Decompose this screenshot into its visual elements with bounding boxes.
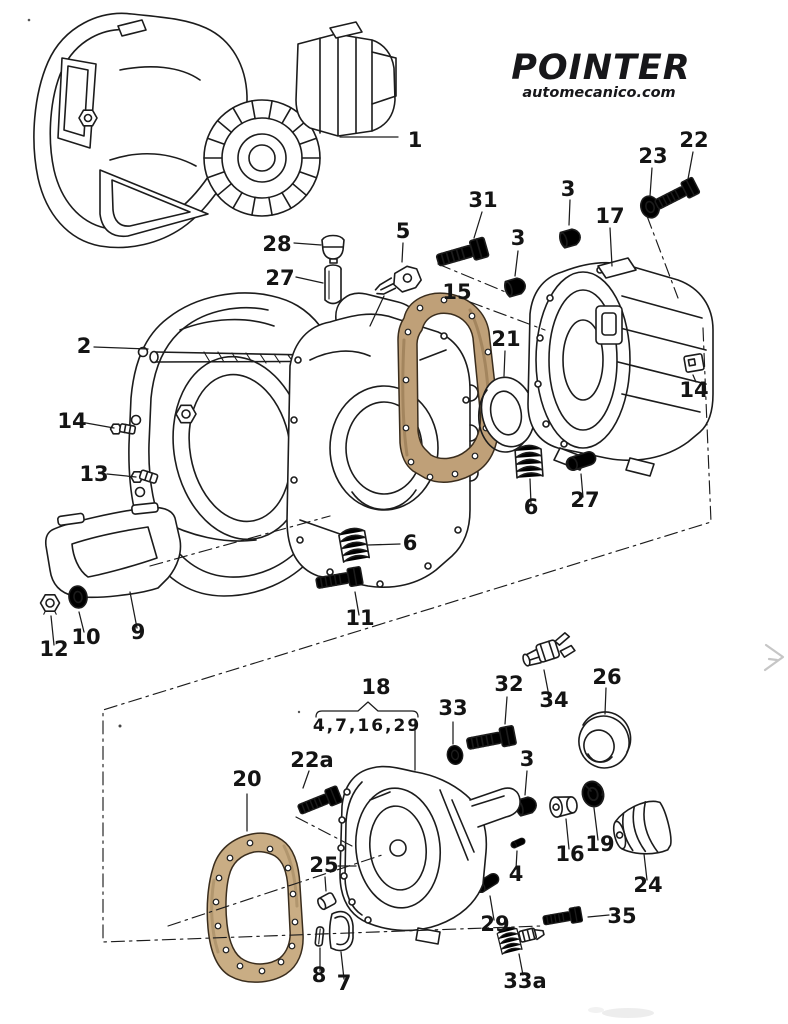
callout-3-bottom: 3 xyxy=(520,747,535,771)
callout-15: 15 xyxy=(442,280,471,304)
paper-specks xyxy=(27,18,301,728)
callout-33a: 33a xyxy=(503,969,546,993)
part-complete-transmission xyxy=(33,12,397,249)
callout-34: 34 xyxy=(539,688,568,712)
callout-22: 22 xyxy=(679,128,708,152)
part-bolt-31 xyxy=(434,236,490,271)
part-bolt-14a xyxy=(109,423,137,435)
callout-3-mid: 3 xyxy=(511,226,526,250)
callout-18: 18 xyxy=(361,675,390,699)
brand-subtitle: automecanico.com xyxy=(522,85,675,101)
part-bolt-35 xyxy=(541,905,584,929)
callout-18-members: 4,7,16,29 xyxy=(313,716,421,736)
callout-20: 20 xyxy=(232,767,261,791)
callout-33: 33 xyxy=(438,696,467,720)
faint-artifacts xyxy=(588,643,785,1018)
callout-3-top: 3 xyxy=(561,177,576,201)
callout-35: 35 xyxy=(607,904,636,928)
callout-6-left: 6 xyxy=(403,531,418,555)
callout-8: 8 xyxy=(312,963,327,987)
part-extension-housing xyxy=(337,765,521,945)
part-switch-34 xyxy=(522,632,576,667)
callout-10: 10 xyxy=(71,625,100,649)
callout-labels: 1 2 28 27 5 31 3 3 15 17 23 22 14 13 21 … xyxy=(39,128,708,995)
callout-27-upper: 27 xyxy=(265,266,294,290)
faint-smudge xyxy=(602,1008,654,1018)
part-plug-3a xyxy=(557,226,583,250)
callout-31: 31 xyxy=(468,188,497,212)
callout-14-right: 14 xyxy=(679,378,708,402)
callout-12: 12 xyxy=(39,637,68,661)
callout-9: 9 xyxy=(131,620,146,644)
callout-1: 1 xyxy=(408,128,423,152)
part-bushing-16 xyxy=(549,796,578,818)
part-plug-28 xyxy=(321,234,345,264)
callout-16: 16 xyxy=(555,842,584,866)
callout-23: 23 xyxy=(638,144,667,168)
callout-2: 2 xyxy=(77,334,92,358)
callout-26: 26 xyxy=(592,665,621,689)
callout-11: 11 xyxy=(345,606,374,630)
callout-14-left: 14 xyxy=(57,409,86,433)
callout-29: 29 xyxy=(480,912,509,936)
callout-21: 21 xyxy=(491,327,520,351)
part-ring-19 xyxy=(578,778,608,810)
part-gear-carrier xyxy=(286,292,479,589)
callout-24: 24 xyxy=(633,873,662,897)
faint-arrow-mark xyxy=(763,643,785,672)
part-boot-24 xyxy=(612,800,672,855)
part-bolt-22a xyxy=(295,784,344,819)
callout-6-right: 6 xyxy=(524,495,539,519)
brand-logo: POINTER automecanico.com xyxy=(511,48,690,101)
callout-7: 7 xyxy=(337,971,352,995)
part-bolt-13 xyxy=(130,469,159,484)
part-washer-33 xyxy=(445,743,465,767)
part-nut-12 xyxy=(39,593,61,615)
brand-title: POINTER xyxy=(511,48,690,88)
part-pin-8 xyxy=(314,926,325,947)
callout-5: 5 xyxy=(396,219,411,243)
callout-19: 19 xyxy=(585,832,614,856)
part-seal-ring-26 xyxy=(578,711,632,769)
part-bolt-32 xyxy=(464,724,518,755)
part-plug-25 xyxy=(317,892,337,911)
callout-4: 4 xyxy=(509,862,524,886)
part-side-cover xyxy=(44,502,182,599)
part-pin-4 xyxy=(509,836,527,850)
leader-lines xyxy=(50,136,697,980)
part-switch-5 xyxy=(374,265,422,295)
part-rear-housing xyxy=(527,257,714,477)
part-bolt-22 xyxy=(651,176,701,214)
part-end-gasket xyxy=(206,832,304,983)
group-18-brace xyxy=(315,701,419,771)
callout-17: 17 xyxy=(595,204,624,228)
part-plug-3b xyxy=(502,275,528,299)
callout-22a: 22a xyxy=(290,748,333,772)
part-dowel-sleeve-27 xyxy=(324,264,342,305)
assembly-axis-lines xyxy=(102,215,712,943)
callout-13: 13 xyxy=(79,462,108,486)
part-intermediate-gasket xyxy=(397,292,500,483)
callout-32: 32 xyxy=(494,672,523,696)
callout-25: 25 xyxy=(309,853,338,877)
part-spring-screw-33a xyxy=(495,924,545,955)
callout-27-lower: 27 xyxy=(570,488,599,512)
callout-28: 28 xyxy=(262,232,291,256)
part-spring-6a xyxy=(514,443,544,479)
part-cover-plate-7 xyxy=(328,910,354,952)
